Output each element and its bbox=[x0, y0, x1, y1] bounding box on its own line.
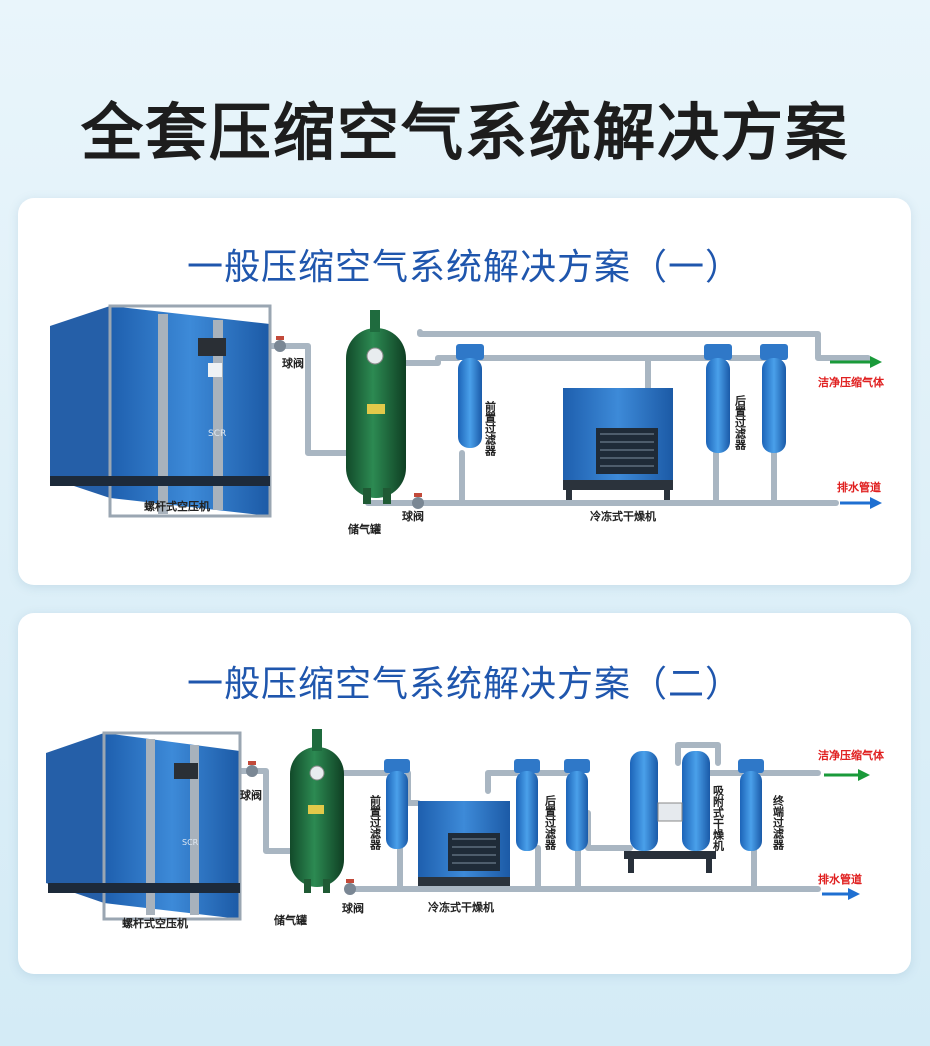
pre-filter-label: 前置过滤器 bbox=[484, 400, 498, 457]
pre-filter bbox=[384, 759, 410, 849]
valve-2-label: 球阀 bbox=[342, 901, 364, 915]
air-tank bbox=[346, 310, 406, 504]
page-title: 全套压缩空气系统解决方案 bbox=[80, 96, 849, 169]
pre-filter bbox=[456, 344, 484, 448]
screw-compressor: SCR bbox=[46, 731, 242, 921]
svg-text:SCR: SCR bbox=[182, 838, 199, 847]
post-filter-label: 后置过滤器 bbox=[734, 394, 748, 451]
drain-label: 排水管道 bbox=[837, 480, 881, 494]
adsorption-dryer bbox=[624, 751, 716, 873]
pipes bbox=[265, 329, 871, 506]
post-filter-a bbox=[514, 759, 540, 851]
terminal-filter bbox=[738, 759, 764, 851]
clean-air-arrow bbox=[824, 769, 870, 781]
valve-1-label: 球阀 bbox=[240, 788, 262, 802]
scheme-2-diagram: SCR bbox=[46, 729, 885, 930]
ball-valve-2 bbox=[412, 493, 424, 509]
drain-label: 排水管道 bbox=[818, 872, 862, 886]
post-filter-a bbox=[704, 344, 732, 453]
svg-text:SCR: SCR bbox=[208, 429, 226, 439]
terminal-filter-label: 终端过滤器 bbox=[772, 794, 786, 851]
refrigerated-dryer bbox=[418, 801, 510, 886]
clean-air-label: 洁净压缩气体 bbox=[818, 748, 885, 762]
drain-arrow bbox=[822, 888, 860, 900]
clean-air-arrow bbox=[830, 356, 882, 368]
screw-compressor: SCR bbox=[50, 304, 272, 518]
valve-2-label: 球阀 bbox=[402, 509, 424, 523]
ball-valve-1 bbox=[274, 336, 286, 352]
scheme-1-title: 一般压缩空气系统解决方案（一） bbox=[186, 247, 742, 288]
scheme-1-card: 一般压缩空气系统解决方案（一） bbox=[18, 198, 911, 585]
tank-label: 储气罐 bbox=[274, 913, 307, 927]
post-filter-b bbox=[760, 344, 788, 453]
compressor-label: 螺杆式空压机 bbox=[144, 499, 210, 513]
valve-1-label: 球阀 bbox=[282, 356, 304, 370]
ball-valve-1 bbox=[246, 761, 258, 777]
refrigerated-dryer bbox=[563, 388, 673, 500]
ball-valve-2 bbox=[344, 879, 356, 895]
clean-air-label: 洁净压缩气体 bbox=[818, 375, 885, 389]
air-tank bbox=[290, 729, 344, 893]
adsorption-dryer-label: 吸附式干燥机 bbox=[712, 785, 725, 852]
scheme-1-diagram: SCR bbox=[50, 304, 885, 536]
drain-arrow bbox=[840, 497, 882, 509]
scheme-2-card: 一般压缩空气系统解决方案（二） SC bbox=[18, 613, 911, 974]
tank-label: 储气罐 bbox=[348, 522, 381, 536]
pre-filter-label: 前置过滤器 bbox=[369, 794, 383, 851]
post-filter-b bbox=[564, 759, 590, 851]
compressor-label: 螺杆式空压机 bbox=[122, 916, 188, 930]
post-filter-label: 后置过滤器 bbox=[544, 794, 558, 851]
scheme-2-title: 一般压缩空气系统解决方案（二） bbox=[186, 664, 742, 705]
dryer-label: 冷冻式干燥机 bbox=[590, 509, 656, 523]
dryer-label: 冷冻式干燥机 bbox=[428, 900, 494, 914]
